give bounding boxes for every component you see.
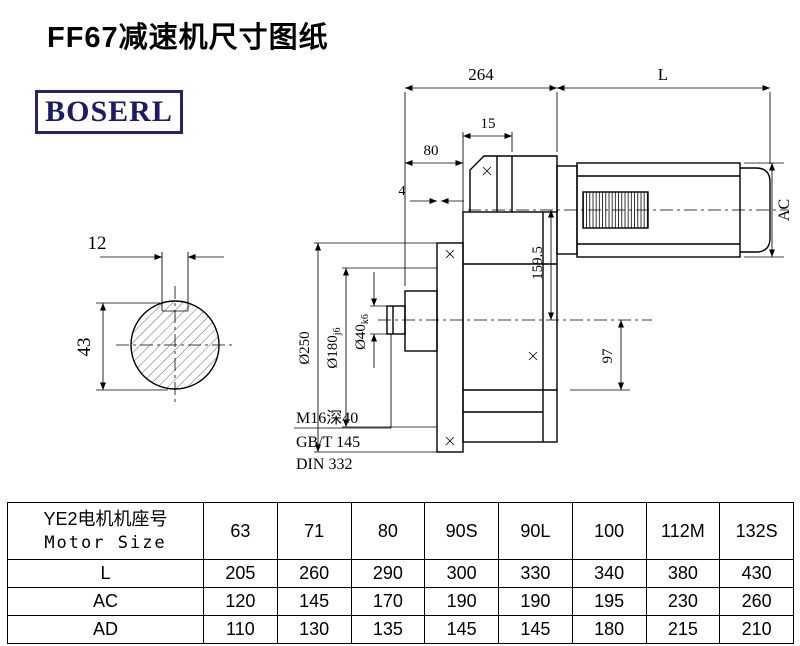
input-head: [469, 155, 558, 212]
motor-size-header-cell: YE2电机机座号 Motor Size: [7, 502, 204, 560]
dim-row-label: AC: [7, 587, 204, 616]
dim-L-label: L: [658, 65, 668, 84]
size-col-header: 132S: [719, 502, 794, 560]
dim-spigot-tolerance: j6: [332, 327, 343, 336]
dim-value-cell: 430: [719, 559, 794, 588]
dim-80-label: 80: [424, 143, 439, 159]
flange-plate: [436, 242, 464, 453]
dim-value-cell: 205: [203, 559, 278, 588]
dimension-drawing: 12 43: [74, 65, 793, 473]
dim-flange-od-label: Ø250: [297, 331, 313, 364]
size-col-header: 80: [350, 502, 426, 560]
dim-key-width: 12: [88, 233, 224, 261]
dim-shaft-diameter: Ø40k6: [353, 272, 387, 368]
shaft-circle: [130, 300, 220, 390]
logo-text: BOSERL: [45, 95, 173, 128]
dim-value-cell: 230: [645, 587, 721, 616]
dim-value-cell: 190: [424, 587, 499, 616]
front-cover: [404, 290, 438, 352]
motor-fins: [582, 191, 649, 229]
dim-shaft-tolerance: k6: [360, 314, 371, 324]
dim-value-cell: 380: [645, 559, 721, 588]
dim-159-5-label: 159.5: [530, 246, 546, 280]
dim-key-width-label: 12: [88, 233, 107, 254]
centerlines: [116, 209, 788, 404]
dim-80: 80: [405, 143, 463, 167]
shaft-end-leader: [294, 334, 392, 429]
dim-value-cell: 145: [276, 587, 352, 616]
boserl-logo: BOSERL: [35, 90, 183, 134]
table-row-AD: AD 110 130 135 145 145 180 215 210: [7, 615, 794, 644]
dim-key-depth: 43: [74, 302, 168, 391]
size-col-header: 71: [276, 502, 352, 560]
motor-size-table: YE2电机机座号 Motor Size 63 71 80 90S 90L 100…: [7, 502, 794, 644]
size-col-header: 90L: [498, 502, 573, 560]
dim-key-depth-label: 43: [74, 338, 95, 357]
dim-value-cell: 260: [276, 559, 352, 588]
table-row-L: L 205 260 290 300 330 340 380 430: [7, 559, 794, 588]
dim-264-label: 264: [468, 65, 494, 84]
dim-15-label: 15: [481, 116, 496, 132]
keyway-lines: [161, 252, 189, 312]
motor-body: [576, 162, 741, 258]
dim-value-cell: 195: [571, 587, 647, 616]
dim-spigot-value: Ø180: [325, 335, 341, 368]
size-col-header: 112M: [645, 502, 721, 560]
size-col-header: 100: [571, 502, 647, 560]
dim-value-cell: 290: [350, 559, 426, 588]
dim-value-cell: 110: [203, 615, 278, 644]
dim-value-cell: 190: [498, 587, 573, 616]
size-col-header: 63: [203, 502, 278, 560]
dim-value-cell: 145: [498, 615, 573, 644]
page-title: FF67减速机尺寸图纸: [47, 22, 329, 54]
dim-AC-label: AC: [776, 199, 793, 221]
dim-flange-od: Ø250: [297, 242, 437, 453]
note-gbt: GB/T 145: [296, 434, 360, 451]
dim-L: L: [557, 65, 771, 164]
note-din: DIN 332: [296, 456, 352, 473]
dim-shaft-diameter-label: Ø40k6: [353, 314, 371, 350]
gear-housing: [462, 211, 558, 443]
table-row-AC: AC 120 145 170 190 190 195 230 260: [7, 587, 794, 616]
dim-spigot: Ø180j6: [325, 267, 437, 428]
dim-value-cell: 300: [424, 559, 499, 588]
dim-value-cell: 120: [203, 587, 278, 616]
dim-value-cell: 145: [424, 615, 499, 644]
motor-size-header-cn: YE2电机机座号: [43, 509, 168, 529]
dim-spigot-label: Ø180j6: [325, 327, 343, 368]
gearbox-motor-view: [386, 155, 771, 453]
dim-159-5: 159.5: [530, 210, 555, 320]
dim-264: 264: [404, 65, 558, 286]
dim-AC: AC: [744, 162, 793, 258]
dim-15: 15: [462, 116, 513, 239]
dim-value-cell: 215: [645, 615, 721, 644]
dim-value-cell: 180: [571, 615, 647, 644]
dim-value-cell: 130: [276, 615, 352, 644]
dim-97: 97: [570, 320, 630, 391]
dim-4-label: 4: [399, 184, 406, 199]
shaft-section-view: [130, 252, 220, 390]
dim-value-cell: 135: [350, 615, 426, 644]
note-thread: M16深40: [296, 409, 358, 427]
thread-notes: M16深40 GB/T 145 DIN 332: [296, 409, 360, 473]
size-col-header: 90S: [424, 502, 499, 560]
dim-97-label: 97: [600, 348, 616, 364]
table-header-row: YE2电机机座号 Motor Size 63 71 80 90S 90L 100…: [7, 502, 794, 560]
dim-value-cell: 210: [719, 615, 794, 644]
dim-4: 4: [399, 184, 464, 205]
bolt-marks: [445, 166, 538, 446]
motor-size-header-en: Motor Size: [44, 533, 167, 553]
dim-value-cell: 340: [571, 559, 647, 588]
dim-value-cell: 260: [719, 587, 794, 616]
dim-row-label: L: [7, 559, 204, 588]
dim-shaft-value: Ø40: [353, 324, 369, 350]
dim-row-label: AD: [7, 615, 204, 644]
dim-value-cell: 170: [350, 587, 426, 616]
dim-value-cell: 330: [498, 559, 573, 588]
